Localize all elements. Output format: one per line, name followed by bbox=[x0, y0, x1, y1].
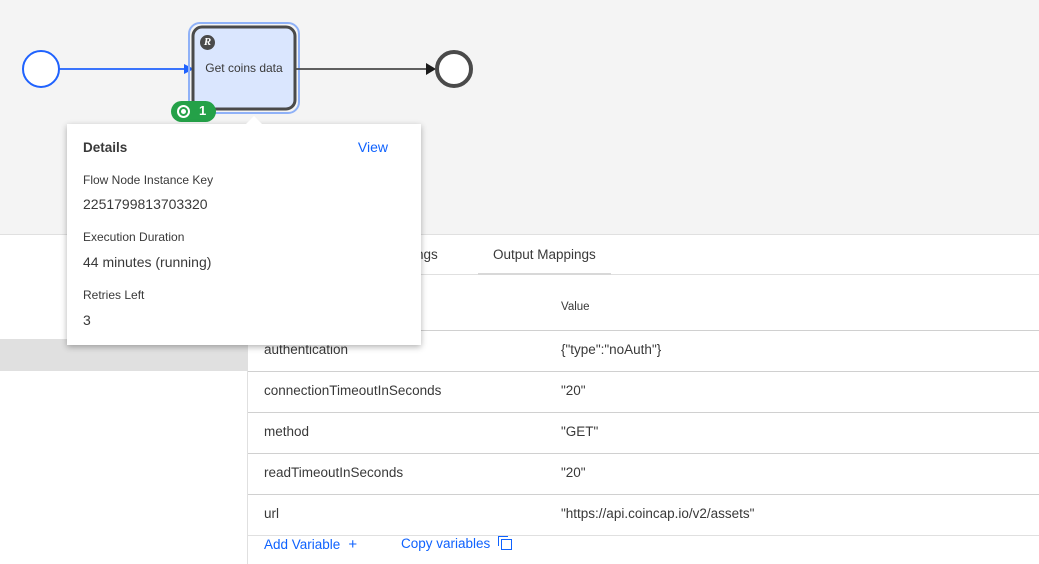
variable-name: authentication bbox=[264, 342, 349, 357]
copy-icon bbox=[498, 536, 513, 550]
variables-table: Value authentication {"type":"noAuth"} c… bbox=[248, 285, 1039, 536]
variable-value: "20" bbox=[561, 383, 586, 398]
tab-output-mappings[interactable]: Output Mappings bbox=[478, 235, 611, 275]
table-row[interactable]: connectionTimeoutInSeconds "20" bbox=[248, 372, 1039, 413]
task-selection-outline bbox=[188, 22, 300, 114]
task-shape bbox=[191, 25, 297, 111]
add-variable-label: Add Variable bbox=[264, 537, 341, 552]
variable-value: {"type":"noAuth"} bbox=[561, 342, 662, 357]
task-label: Get coins data bbox=[205, 61, 283, 75]
column-header-value: Value bbox=[561, 301, 590, 313]
retries-left-label: Retries Left bbox=[83, 288, 145, 302]
add-variable-button[interactable]: Add Variable + bbox=[264, 536, 357, 553]
view-link[interactable]: View bbox=[357, 139, 388, 155]
sequence-flow-end-arrow bbox=[426, 63, 436, 75]
execution-duration-value: 44 minutes (running) bbox=[83, 254, 212, 270]
copy-variables-label: Copy variables bbox=[401, 536, 491, 551]
table-row[interactable]: url "https://api.coincap.io/v2/assets" bbox=[248, 495, 1039, 536]
retries-left-value: 3 bbox=[83, 312, 91, 328]
variable-name: method bbox=[264, 424, 310, 439]
table-header: Value bbox=[248, 285, 1039, 331]
table-row[interactable]: authentication {"type":"noAuth"} bbox=[248, 331, 1039, 372]
popover-title: Details bbox=[83, 140, 128, 155]
variable-value: "20" bbox=[561, 465, 586, 480]
table-row[interactable]: readTimeoutInSeconds "20" bbox=[248, 454, 1039, 495]
bpmn-diagram bbox=[22, 22, 473, 114]
popover-arrow bbox=[245, 116, 263, 125]
rest-connector-icon: R bbox=[200, 35, 215, 50]
active-instances-badge: 1 bbox=[171, 101, 216, 122]
variable-name: readTimeoutInSeconds bbox=[264, 465, 404, 480]
variable-value: "https://api.coincap.io/v2/assets" bbox=[561, 506, 755, 521]
table-row[interactable]: method "GET" bbox=[248, 413, 1039, 454]
start-event bbox=[22, 50, 60, 88]
details-popover: Details View Flow Node Instance Key 2251… bbox=[67, 116, 421, 345]
variable-actions: Add Variable + Copy variables bbox=[248, 531, 1039, 561]
plus-icon: + bbox=[348, 536, 358, 553]
active-state-icon bbox=[177, 105, 190, 118]
execution-duration-label: Execution Duration bbox=[83, 230, 185, 244]
flow-node-instance-key-value: 2251799813703320 bbox=[83, 196, 208, 212]
variable-value: "GET" bbox=[561, 424, 599, 439]
active-count: 1 bbox=[199, 103, 207, 118]
variable-name: url bbox=[264, 506, 280, 521]
flow-node-instance-key-label: Flow Node Instance Key bbox=[83, 173, 214, 187]
end-event bbox=[435, 50, 473, 88]
copy-variables-button[interactable]: Copy variables bbox=[401, 536, 513, 551]
variable-name: connectionTimeoutInSeconds bbox=[264, 383, 442, 398]
